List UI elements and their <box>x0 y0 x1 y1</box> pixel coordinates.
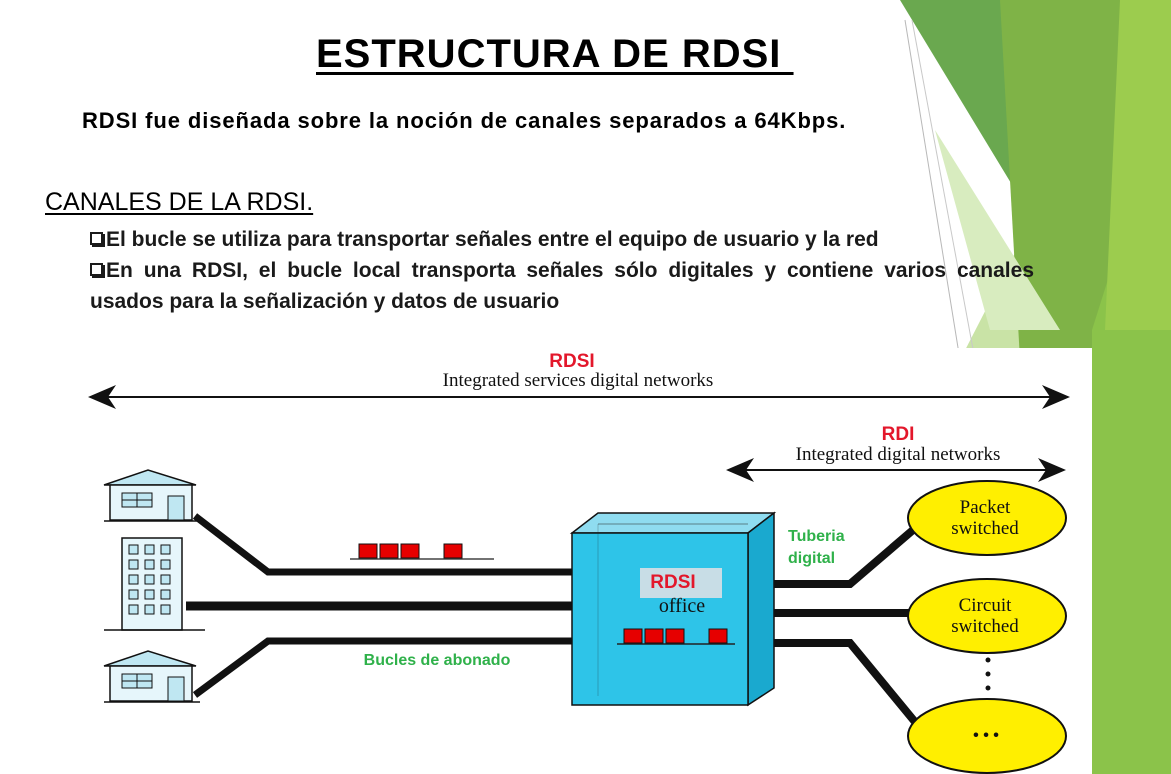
rdsi-office-box <box>569 511 777 707</box>
digital-label: digital <box>788 550 835 567</box>
rdi-caption: Integrated digital networks <box>796 444 1001 465</box>
office-caption: office <box>659 595 705 617</box>
trunk-line <box>774 520 923 588</box>
section-heading: CANALES DE LA RDSI. <box>45 188 314 216</box>
subscriber-loop-line <box>192 513 585 576</box>
subscriber-loop-line <box>192 637 585 698</box>
ellipsis-label: • • • <box>973 727 999 744</box>
tuberia-label: Tuberia <box>788 528 845 545</box>
bullet-text: El bucle se utiliza para transportar señ… <box>106 228 879 251</box>
office-rdsi-label: RDSI <box>650 572 695 593</box>
circuit-switched-node <box>907 578 1067 654</box>
intro-text: RDSI fue diseñada sobre la noción de can… <box>82 108 847 133</box>
deco-line-2 <box>911 19 976 361</box>
office-building-icon <box>104 537 205 631</box>
bullet-list: El bucle se utiliza para transportar señ… <box>90 224 1034 317</box>
bullet-text: En una RDSI, el bucle local transporta s… <box>90 259 1034 313</box>
circuit-label-1: Circuit <box>959 595 1012 616</box>
slide-title: ESTRUCTURA DE RDSI <box>316 32 794 76</box>
packet-switched-node <box>907 480 1067 556</box>
packet-label-1: Packet <box>960 497 1011 518</box>
bullet-item: El bucle se utiliza para transportar señ… <box>90 224 1034 255</box>
rdsi-diagram: RDSI Integrated services digital network… <box>0 348 1092 774</box>
other-network-node <box>907 698 1067 774</box>
rdsi-label: RDSI <box>549 351 594 372</box>
checkbox-bullet-icon <box>90 232 103 245</box>
rdsi-caption: Integrated services digital networks <box>443 370 714 391</box>
subscriber-loops-label: Bucles de abonado <box>364 652 511 669</box>
packet-label-2: switched <box>951 518 1019 539</box>
house-icon <box>103 650 200 703</box>
vertical-dots <box>985 657 991 691</box>
rdsi-diagram-svg: RDSI Integrated services digital network… <box>88 351 1070 774</box>
checkbox-bullet-icon <box>90 263 103 276</box>
trunk-line <box>774 639 924 731</box>
circuit-label-2: switched <box>951 616 1019 637</box>
deco-shard-pale <box>935 130 1060 330</box>
channel-slots <box>350 543 494 560</box>
bullet-item: En una RDSI, el bucle local transporta s… <box>90 255 1034 317</box>
deco-shard-mid <box>1000 0 1140 360</box>
house-icon <box>103 469 200 522</box>
deco-shard-bright <box>1105 0 1171 330</box>
rdi-label: RDI <box>882 424 915 445</box>
deco-line-1 <box>904 19 961 361</box>
office-channel-slots <box>617 628 735 645</box>
